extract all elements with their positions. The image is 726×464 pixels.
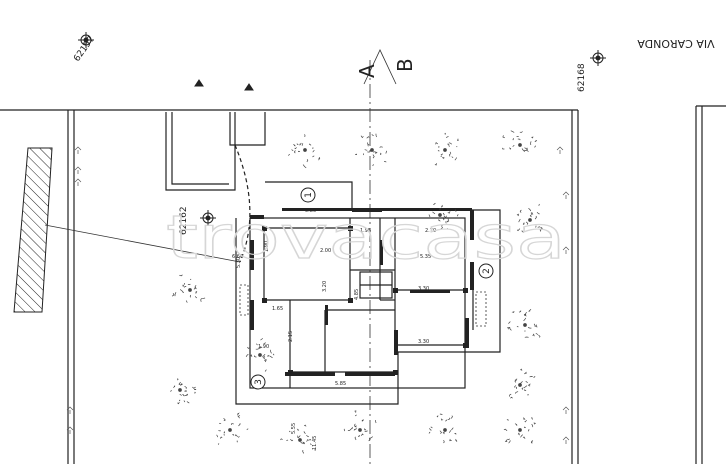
existing-structure <box>165 112 266 263</box>
section-letter-a: A <box>355 64 379 78</box>
room-marker-2: 2 <box>482 268 492 274</box>
dim-label: 3.20 <box>322 281 328 292</box>
plot-boundary <box>0 105 726 464</box>
wall-segments <box>250 208 474 376</box>
street-name: VIA CARONDA <box>637 37 715 50</box>
tree-symbol <box>434 132 459 166</box>
dimension-labels: 5.80 5.35 1.90 3.30 2.15 5.30 1.65 3.20 … <box>232 208 436 450</box>
grass-tick <box>562 191 570 199</box>
watermark: trovacasa <box>166 203 566 273</box>
tree-symbol <box>287 134 321 169</box>
room-marker-3: 3 <box>254 379 264 385</box>
grass-tick <box>74 166 82 174</box>
grass-tick <box>556 146 564 154</box>
dim-label: 3.30 <box>418 339 429 345</box>
dim-label: 5.30 <box>236 257 242 268</box>
grass-marks <box>66 146 570 444</box>
tree-symbol <box>428 413 458 444</box>
dim-label: 2.15 <box>288 331 294 342</box>
tree-symbol <box>343 410 377 442</box>
dim-label: 2.70 <box>425 228 436 234</box>
survey-label-62157: 62157 <box>72 35 97 64</box>
dim-label: 11.45 <box>312 436 318 450</box>
dim-label: 3.30 <box>418 286 429 292</box>
grass-tick <box>66 426 74 434</box>
tree-symbol <box>503 417 537 444</box>
grass-tick <box>74 146 82 154</box>
tree-symbol <box>280 424 317 454</box>
survey-markers <box>78 32 606 226</box>
tree-symbol <box>171 274 206 303</box>
grass-tick <box>74 178 82 186</box>
dim-label: 1.65 <box>272 306 283 312</box>
section-line <box>44 49 397 464</box>
tree-symbol <box>355 133 387 167</box>
room-marker-1: 1 <box>304 192 314 198</box>
dim-label: 5.80 <box>305 208 316 214</box>
dim-label: 6.60 <box>232 254 243 260</box>
columns <box>262 226 468 375</box>
survey-label-62168: 62168 <box>577 63 587 92</box>
tree-symbol <box>507 309 541 338</box>
survey-label-62162: 62162 <box>179 206 189 235</box>
room-markers <box>250 187 494 390</box>
hatched-wall <box>13 147 53 313</box>
tree-symbol <box>216 412 249 446</box>
dim-label: 5.85 <box>335 381 346 387</box>
tree-symbol <box>170 378 197 405</box>
grass-tick <box>562 406 570 414</box>
grass-tick <box>562 436 570 444</box>
dim-label: 2.00 <box>320 248 331 254</box>
grass-tick <box>562 246 570 254</box>
dim-label: 5.55 <box>291 423 297 434</box>
dim-label: 4.85 <box>354 289 360 300</box>
grass-tick <box>66 406 74 414</box>
tree-symbol <box>516 203 543 233</box>
tree-symbol <box>428 202 459 230</box>
section-letter-b: B <box>393 58 417 72</box>
trees <box>170 130 543 454</box>
dim-label: 5.35 <box>420 254 431 260</box>
dim-label: 1.95 <box>360 228 371 234</box>
tree-symbol <box>509 368 536 399</box>
tree-symbol <box>502 130 538 152</box>
tree-symbol <box>245 338 275 372</box>
dim-label: 1.90 <box>264 241 270 252</box>
dotted-bands <box>239 284 487 327</box>
dim-label: 1.90 <box>258 344 269 350</box>
